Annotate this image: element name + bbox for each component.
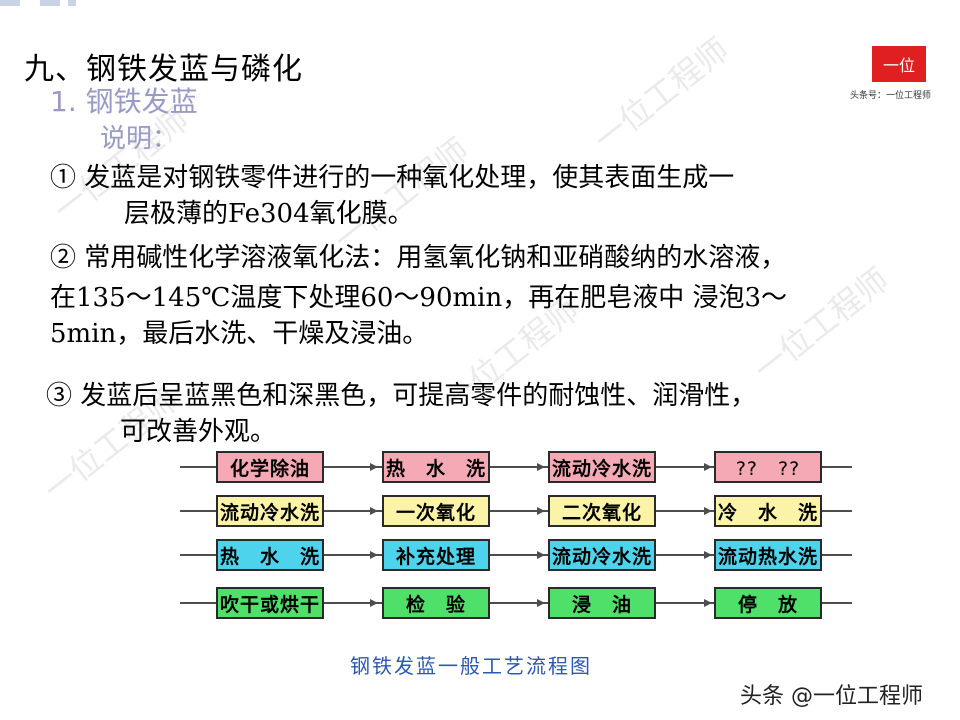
- flow-step: 流动冷水洗: [216, 495, 324, 527]
- flow-arrow: [704, 507, 712, 515]
- flow-arrow: [704, 551, 712, 559]
- brand-logo: 一位: [872, 46, 926, 82]
- flow-step: 流动热水洗: [714, 539, 822, 571]
- flow-arrow: [370, 551, 378, 559]
- flow-step: 化学除油: [216, 451, 324, 483]
- logo-caption: 头条号：一位工程师: [850, 91, 932, 101]
- paragraph-2-line-1: ② 常用碱性化学溶液氧化法：用氢氧化钠和亚硝酸纳的水溶液，: [50, 243, 787, 273]
- flow-step: 流动冷水洗: [548, 451, 656, 483]
- flow-arrow: [370, 599, 378, 607]
- paragraph-2-line-3: 5min，最后水洗、干燥及浸油。: [50, 319, 429, 349]
- paragraph-3-line-1: ③ 发蓝后呈蓝黑色和深黑色，可提高零件的耐蚀性、润滑性，: [46, 381, 757, 411]
- page-title: 九、钢铁发蓝与磷化: [24, 52, 303, 87]
- flow-step: 停 放: [714, 587, 822, 619]
- section-heading: 1. 钢铁发蓝: [50, 85, 198, 118]
- flow-arrow: [704, 599, 712, 607]
- flow-step: 流动冷水洗: [548, 539, 656, 571]
- flow-connector: [180, 554, 852, 556]
- flow-arrow: [370, 463, 378, 471]
- paragraph-3-line-2: 可改善外观。: [120, 417, 277, 447]
- paragraph-2-line-2: 在135～145℃温度下处理60～90min，再在肥皂液中 浸泡3～: [50, 283, 788, 313]
- watermark: 一位工程师: [586, 30, 736, 159]
- flow-step: 热 水 洗: [216, 539, 324, 571]
- flow-arrow: [537, 463, 545, 471]
- flow-arrow: [537, 551, 545, 559]
- flow-step: 吹干或烘干: [216, 587, 324, 619]
- paragraph-1-line-1: ① 发蓝是对钢铁零件进行的一种氧化处理，使其表面生成一: [50, 163, 735, 193]
- top-decor-bar: [0, 0, 960, 6]
- flow-arrow: [537, 599, 545, 607]
- source-credit: 头条 @一位工程师: [740, 684, 923, 709]
- note-label: 说明：: [100, 124, 179, 154]
- diagram-caption: 钢铁发蓝一般工艺流程图: [350, 654, 592, 678]
- flow-arrow: [537, 507, 545, 515]
- flow-step: 冷 水 洗: [714, 495, 822, 527]
- flow-arrow: [704, 463, 712, 471]
- flow-arrow: [370, 507, 378, 515]
- flow-connector: [180, 602, 852, 604]
- paragraph-1-line-2: 层极薄的Fe304氧化膜。: [124, 199, 414, 229]
- flow-step: 检 验: [382, 587, 490, 619]
- flow-step: 一次氧化: [382, 495, 490, 527]
- process-flow-diagram: 化学除油 热 水 洗 流动冷水洗 ?? ?? 流动冷水洗 一次氧化 二次氧化 冷…: [180, 444, 852, 634]
- flow-step: 补充处理: [382, 539, 490, 571]
- flow-connector: [180, 466, 852, 468]
- flow-step: ?? ??: [714, 451, 822, 483]
- flow-step: 二次氧化: [548, 495, 656, 527]
- flow-step: 热 水 洗: [382, 451, 490, 483]
- flow-step: 浸 油: [548, 587, 656, 619]
- flow-connector: [180, 510, 852, 512]
